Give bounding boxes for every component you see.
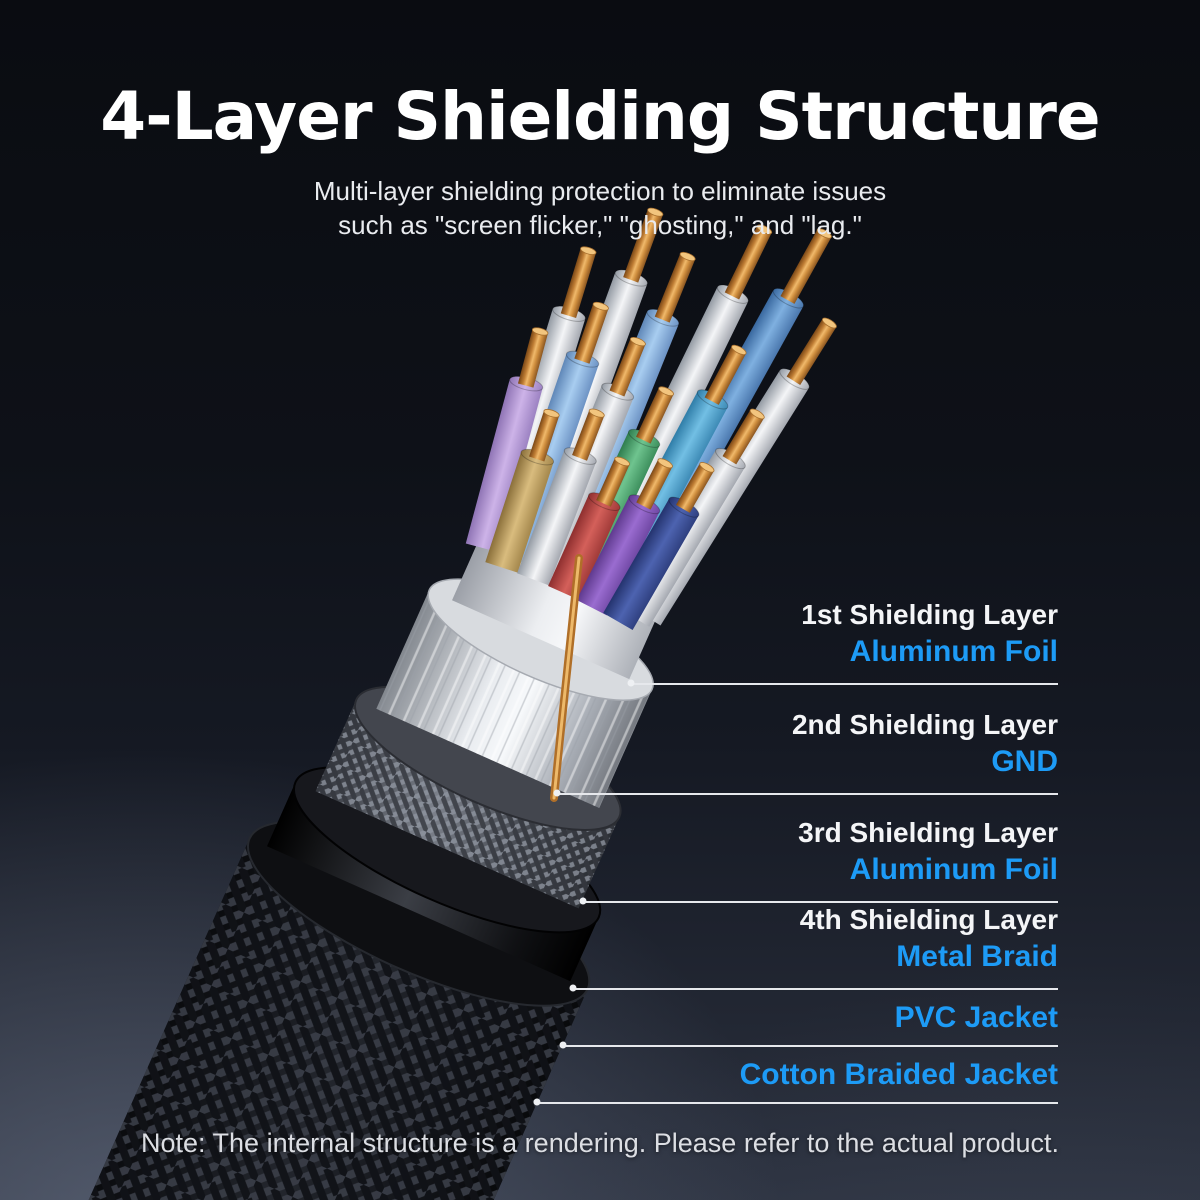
wire-lav: [465, 327, 549, 553]
wire-purple: [576, 458, 673, 616]
callout-title: 3rd Shielding Layer: [798, 817, 1058, 848]
wire-red: [548, 456, 631, 600]
callout-title: 4th Shielding Layer: [799, 904, 1058, 935]
page-subtitle: Multi-layer shielding protection to elim…: [0, 174, 1200, 242]
wire-white: [517, 408, 605, 586]
callout-value: Metal Braid: [896, 940, 1058, 973]
gnd-drain-wire: [550, 554, 583, 802]
callout-title: 1st Shielding Layer: [801, 599, 1058, 630]
callout-2nd-shielding-layer: 2nd Shielding Layer GND: [792, 708, 1058, 782]
callout-1st-shielding-layer: 1st Shielding Layer Aluminum Foil: [801, 598, 1058, 672]
subtitle-line-2: such as "screen flicker," "ghosting," an…: [338, 210, 862, 240]
wire-gold: [485, 409, 560, 573]
callout-value: Aluminum Foil: [849, 635, 1058, 668]
wire-bundle: [465, 207, 837, 630]
callout-cotton-braided-jacket: Cotton Braided Jacket: [740, 1055, 1058, 1095]
callout-title: 2nd Shielding Layer: [791, 709, 1058, 740]
leader-lines: [533, 679, 1058, 1106]
callout-value: Aluminum Foil: [849, 853, 1058, 886]
callout-value: Cotton Braided Jacket: [739, 1058, 1058, 1091]
subtitle-line-1: Multi-layer shielding protection to elim…: [313, 176, 887, 206]
callout-value: GND: [991, 745, 1058, 778]
callout-pvc-jacket: PVC Jacket: [895, 998, 1058, 1038]
wire-navy: [603, 462, 715, 630]
footnote: Note: The internal structure is a render…: [141, 1128, 1059, 1158]
callout-3rd-shielding-layer: 3rd Shielding Layer Aluminum Foil: [798, 816, 1058, 890]
page-title: 4-Layer Shielding Structure: [100, 78, 1100, 155]
callout-value: PVC Jacket: [894, 1001, 1058, 1034]
callout-4th-shielding-layer: 4th Shielding Layer Metal Braid: [800, 903, 1058, 977]
